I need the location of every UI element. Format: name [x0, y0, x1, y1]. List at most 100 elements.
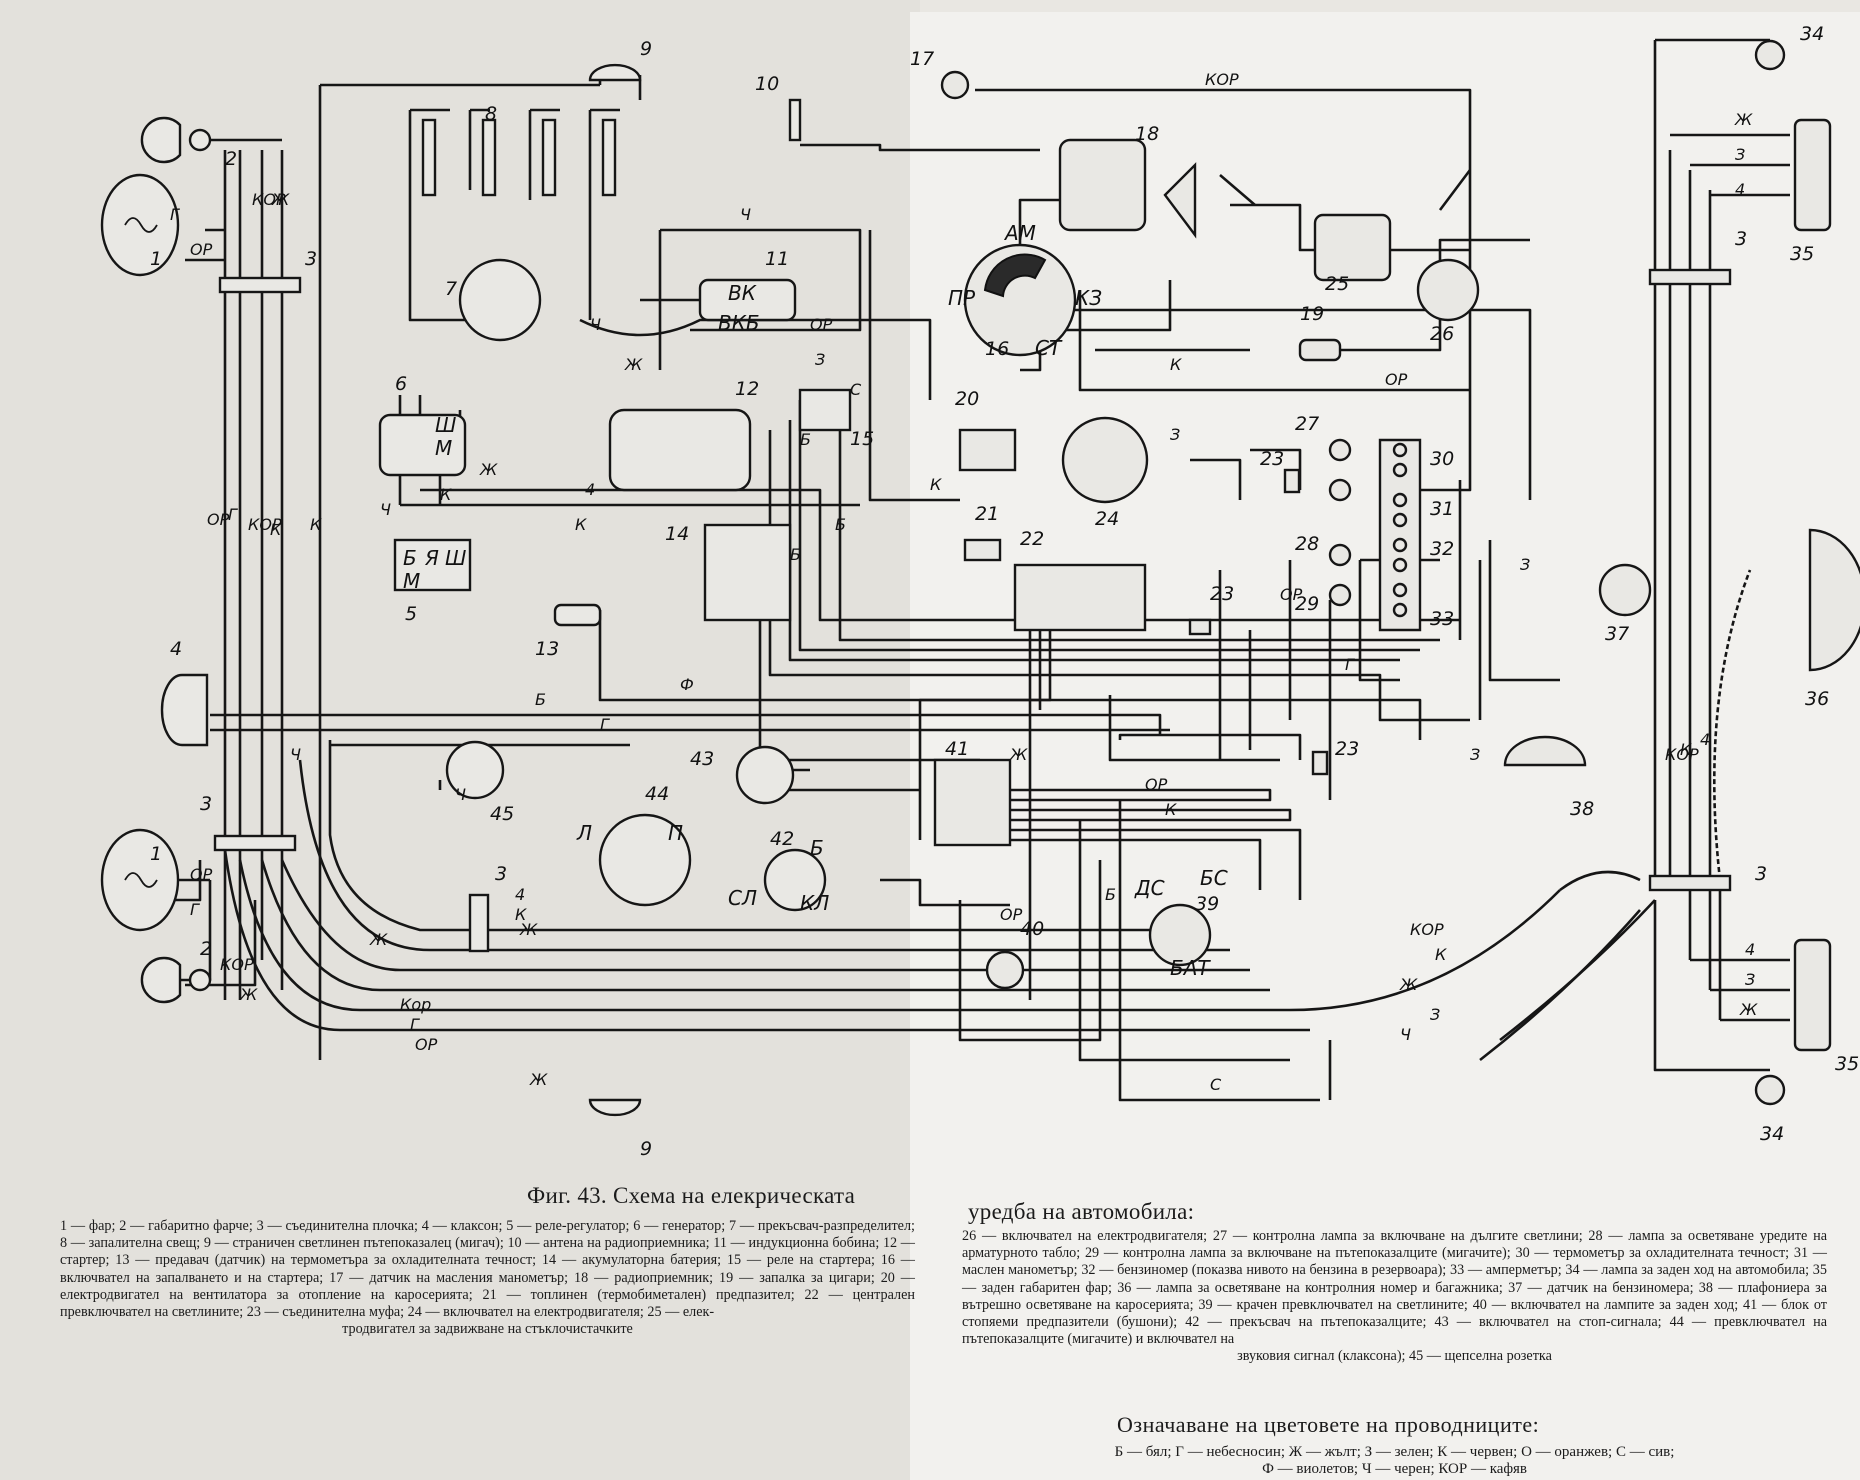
- n41: 41: [945, 738, 969, 760]
- n43: 43: [690, 748, 714, 770]
- w-g-4: Г: [410, 1015, 420, 1034]
- radio-speaker: [1163, 162, 1197, 239]
- horn-4: [160, 673, 209, 747]
- components: [100, 39, 1860, 1117]
- n11: 11: [765, 248, 789, 270]
- w-kor-4: Кор: [400, 995, 431, 1014]
- n13: 13: [535, 638, 559, 660]
- n2b: 2: [200, 938, 212, 960]
- n30: 30: [1430, 448, 1454, 470]
- n4: 4: [170, 638, 182, 660]
- w-z-1: З: [815, 350, 825, 369]
- n45: 45: [490, 803, 514, 825]
- w-k-10: К: [1680, 740, 1692, 759]
- w-z-3: З: [1520, 555, 1530, 574]
- n15: 15: [850, 428, 874, 450]
- t-sl: СЛ: [728, 886, 757, 910]
- w-s-1: С: [850, 380, 862, 399]
- w-kor-6: КОР: [1410, 920, 1444, 939]
- w-b-1: Б: [800, 430, 811, 449]
- w-k-8: К: [1170, 355, 1182, 374]
- side-turn-lamp-9-top: [588, 63, 642, 82]
- radio-18: [1058, 138, 1147, 232]
- w-zh-1: Ж: [271, 190, 290, 209]
- n33: 33: [1430, 608, 1454, 630]
- connector-23-a: [1188, 618, 1212, 636]
- n21: 21: [975, 503, 999, 525]
- ignition-coil-11: [698, 278, 797, 322]
- t-ya: Я: [424, 546, 439, 570]
- w-zh-6: Ж: [624, 355, 643, 374]
- w-kor-1: КОР: [252, 190, 286, 209]
- t-kz: КЗ: [1075, 286, 1102, 310]
- n26: 26: [1430, 323, 1454, 345]
- n23b: 23: [1260, 448, 1284, 470]
- wiper-motor-25: [1313, 213, 1392, 282]
- lamp-29: [1328, 583, 1352, 607]
- w-or-9: ОР: [1280, 585, 1303, 604]
- turn-switch-44: [598, 813, 692, 907]
- flasher-42: [763, 848, 827, 912]
- n38: 38: [1570, 798, 1594, 820]
- side-turn-lamp-9-bottom: [588, 1098, 642, 1117]
- w-kor-3: КОР: [220, 955, 254, 974]
- w-zh-2: Ж: [239, 985, 258, 1004]
- wiring-schematic: 1 1 2 2 3 3 3 3 3 4 5 6 7 8 9 9 10 11 12…: [100, 23, 1860, 1160]
- w-ch-5: Ч: [455, 785, 466, 804]
- n24: 24: [1095, 508, 1119, 530]
- w-k-4: К: [575, 515, 587, 534]
- w-or-8: ОР: [1385, 370, 1408, 389]
- w-z-7: З: [1745, 970, 1755, 989]
- t-sh-2: Ш: [445, 546, 466, 570]
- w-s-2: С: [1210, 1075, 1222, 1094]
- connector-3-b: [213, 834, 297, 852]
- n1a: 1: [150, 248, 162, 270]
- n9b: 9: [640, 1138, 652, 1160]
- w-b-4: Б: [535, 690, 546, 709]
- n6: 6: [395, 373, 407, 395]
- n25: 25: [1325, 273, 1349, 295]
- w-or-5: ОР: [810, 315, 833, 334]
- right-harness: [1479, 38, 1790, 1072]
- n1b: 1: [150, 843, 162, 865]
- w-g-3: Г: [190, 900, 200, 919]
- oil-sender-17: [940, 70, 970, 100]
- antenna-10: [788, 98, 802, 142]
- w-z-2: З: [1430, 1005, 1440, 1024]
- n39: 39: [1195, 893, 1219, 915]
- w-4-5: 4: [1745, 940, 1755, 959]
- n34a: 34: [1800, 23, 1824, 45]
- battery-14: [703, 523, 792, 622]
- heater-fan-20: [958, 428, 1017, 472]
- w-zh-10: Ж: [1734, 110, 1753, 129]
- w-b-5: Б: [1105, 885, 1116, 904]
- n8: 8: [485, 103, 497, 125]
- legend-right-body: 26 — включвател на електродвигателя; 27 …: [962, 1228, 1827, 1348]
- n10: 10: [755, 73, 779, 95]
- legend-left: 1 — фар; 2 — габаритно фарче; 3 — съедин…: [60, 1218, 915, 1338]
- n22: 22: [1020, 528, 1044, 550]
- n7: 7: [445, 278, 457, 300]
- w-or-3: ОР: [190, 865, 213, 884]
- t-st: СТ: [1035, 336, 1063, 360]
- n37: 37: [1605, 623, 1629, 645]
- wire-colors-title: Означаване на цветовете на проводниците:: [1117, 1412, 1540, 1437]
- w-zh-5: Ж: [519, 920, 538, 939]
- w-g-2: Г: [228, 505, 238, 524]
- w-g-6: Г: [1345, 655, 1355, 674]
- w-z-6: З: [1735, 145, 1745, 164]
- w-4-3: 4: [1735, 180, 1745, 199]
- n20: 20: [955, 388, 979, 410]
- w-zh-7: Ж: [479, 460, 498, 479]
- w-k-2: К: [310, 515, 322, 534]
- n2a: 2: [225, 148, 237, 170]
- w-or-2: ОР: [207, 510, 230, 529]
- w-or-4: ОР: [415, 1035, 438, 1054]
- w-k-7: К: [1435, 945, 1447, 964]
- n3d: 3: [1735, 228, 1747, 250]
- w-ch-6: Ч: [1400, 1025, 1411, 1044]
- w-or-1: ОР: [190, 240, 213, 259]
- dimmer-switch-39: [1148, 903, 1212, 967]
- t-am: АМ: [1003, 221, 1036, 245]
- w-or-6: ОР: [1145, 775, 1168, 794]
